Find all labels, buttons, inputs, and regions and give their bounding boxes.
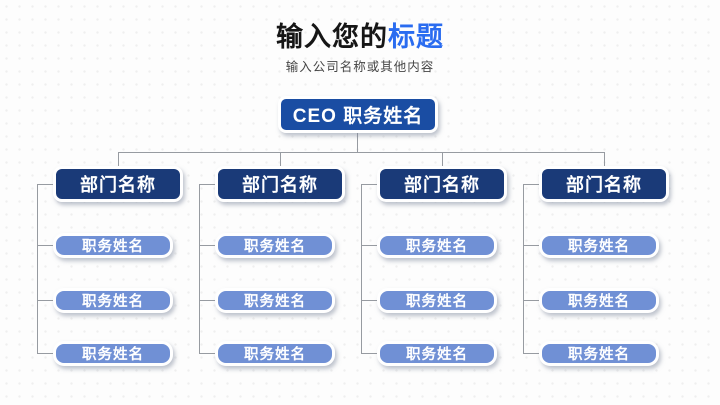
connector-stub-member: [361, 353, 378, 354]
member-node[interactable]: 职务姓名: [539, 341, 659, 366]
connector-stub-member: [37, 300, 54, 301]
connector-drop-dept-4: [604, 152, 605, 166]
member-node[interactable]: 职务姓名: [377, 341, 497, 366]
connector-stub-member: [361, 300, 378, 301]
org-column-1: 部门名称 职务姓名 职务姓名 职务姓名: [37, 166, 184, 376]
dept-node-3[interactable]: 部门名称: [377, 166, 507, 202]
org-column-2: 部门名称 职务姓名 职务姓名 职务姓名: [199, 166, 346, 376]
page-subtitle[interactable]: 输入公司名称或其他内容: [285, 60, 435, 74]
org-column-3: 部门名称 职务姓名 职务姓名 职务姓名: [361, 166, 508, 376]
connector-stub-member: [199, 245, 216, 246]
member-node[interactable]: 职务姓名: [377, 233, 497, 258]
member-node[interactable]: 职务姓名: [53, 341, 173, 366]
connector-ceo-drop: [357, 132, 358, 152]
connector-stub-dept: [523, 184, 540, 185]
connector-stub-member: [37, 353, 54, 354]
member-node[interactable]: 职务姓名: [539, 233, 659, 258]
connector-drop-dept-3: [442, 152, 443, 166]
title-accent-text: 标题: [388, 22, 444, 52]
connector-stub-member: [361, 245, 378, 246]
connector-stub-member: [199, 353, 216, 354]
member-node[interactable]: 职务姓名: [53, 288, 173, 313]
connector-stub-dept: [37, 184, 54, 185]
dept-node-1[interactable]: 部门名称: [53, 166, 183, 202]
connector-stub-dept: [199, 184, 216, 185]
ceo-node[interactable]: CEO 职务姓名: [278, 96, 438, 133]
page-title[interactable]: 输入您的标题: [0, 15, 720, 54]
connector-bracket-vertical: [361, 184, 362, 354]
connector-horizontal-rail: [118, 152, 605, 153]
member-node[interactable]: 职务姓名: [215, 341, 335, 366]
connector-stub-member: [523, 300, 540, 301]
member-node[interactable]: 职务姓名: [53, 233, 173, 258]
connector-bracket-vertical: [37, 184, 38, 354]
title-main-text: 输入您的: [276, 22, 388, 52]
connector-bracket-vertical: [199, 184, 200, 354]
connector-drop-dept-1: [118, 152, 119, 166]
connector-stub-member: [199, 300, 216, 301]
member-node[interactable]: 职务姓名: [215, 288, 335, 313]
dept-node-2[interactable]: 部门名称: [215, 166, 345, 202]
connector-drop-dept-2: [280, 152, 281, 166]
connector-stub-dept: [361, 184, 378, 185]
dept-node-4[interactable]: 部门名称: [539, 166, 669, 202]
member-node[interactable]: 职务姓名: [215, 233, 335, 258]
connector-stub-member: [523, 245, 540, 246]
org-column-4: 部门名称 职务姓名 职务姓名 职务姓名: [523, 166, 670, 376]
connector-bracket-vertical: [523, 184, 524, 354]
connector-stub-member: [37, 245, 54, 246]
connector-stub-member: [523, 353, 540, 354]
member-node[interactable]: 职务姓名: [539, 288, 659, 313]
member-node[interactable]: 职务姓名: [377, 288, 497, 313]
